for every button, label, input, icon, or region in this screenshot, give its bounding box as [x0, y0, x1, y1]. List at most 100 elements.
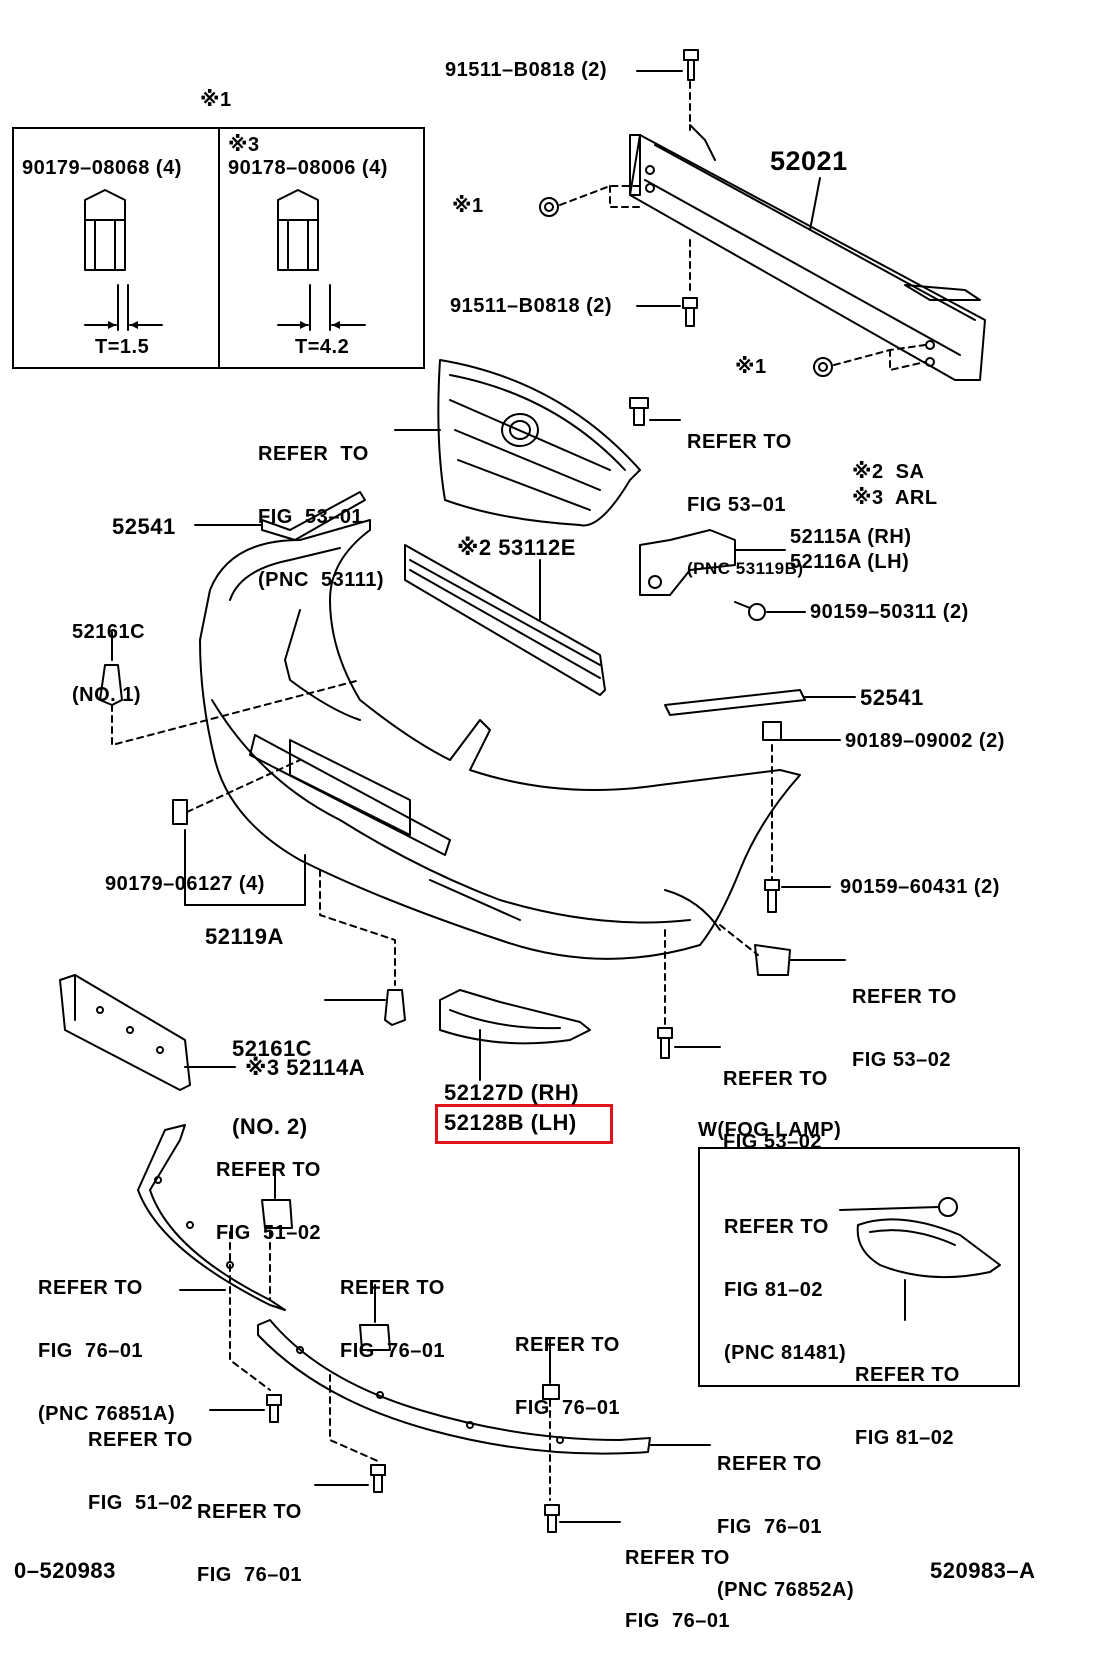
- screw-support-icon: [734, 601, 766, 621]
- spoiler-ref-76851-line1: REFER TO: [38, 1277, 143, 1299]
- label-nut-upper: ※1: [452, 195, 484, 217]
- clip-53-02-a-icon: [754, 944, 791, 976]
- bolt-top-icon: [683, 49, 699, 81]
- fog-ref-top-line3: (PNC 81481): [724, 1342, 847, 1364]
- nut-right-icon: [762, 721, 782, 741]
- ref-53-02-b-line2: FIG 53–02: [723, 1131, 823, 1153]
- label-spoiler-ref-76852: REFER TO FIG 76–01 (PNC 76852A): [717, 1412, 854, 1622]
- label-support-rh: 52115A (RH): [790, 526, 912, 548]
- spoiler-ref-76852-line3: (PNC 76852A): [717, 1579, 855, 1601]
- bolt-76-01-bottom-left-icon: [370, 1464, 386, 1493]
- bumper-cover: [199, 519, 801, 960]
- nut-lower-icon: [813, 357, 833, 377]
- label-t-left: T=1.5: [95, 336, 150, 358]
- label-ref-51-02-b: REFER TO FIG 51–02: [88, 1388, 193, 1535]
- label-ref-53-02-a: REFER TO FIG 53–02: [852, 945, 957, 1092]
- ref-76-01-bottom-left-line2: FIG 76–01: [197, 1564, 303, 1586]
- parts-diagram: [59, 49, 1001, 1533]
- label-t-right: T=4.2: [295, 336, 350, 358]
- grille-ref-line1: REFER TO: [258, 443, 369, 465]
- ref-51-02-a-line2: FIG 51–02: [216, 1222, 322, 1244]
- label-support-lh: 52116A (LH): [790, 551, 910, 573]
- label-spoiler-ref-76851: REFER TO FIG 76–01 (PNC 76851A): [38, 1236, 175, 1446]
- label-reinforcement: 52021: [770, 146, 848, 176]
- radiator-grille: [437, 359, 641, 527]
- label-bolt-lower: 91511–B0818 (2): [450, 295, 613, 317]
- fog-ref-top-line2: FIG 81–02: [724, 1279, 824, 1301]
- label-lower-bracket: ※3 52114A: [245, 1055, 366, 1080]
- label-nut-right: 90189–09002 (2): [845, 730, 1005, 752]
- label-retainer-upper: 52541: [112, 514, 176, 539]
- label-retainer-right: 52541: [860, 685, 924, 710]
- spoiler-ref-76852-line1: REFER TO: [717, 1453, 822, 1475]
- ref-76-01-bottom-right-line2: FIG 76–01: [625, 1610, 731, 1632]
- footer-left-code: 0–520983: [14, 1558, 116, 1583]
- label-ref-53-02-b: REFER TO FIG 53–02: [723, 1027, 828, 1174]
- bolt-53-02-b-icon: [657, 1027, 673, 1059]
- ref-51-02-a-line1: REFER TO: [216, 1159, 321, 1181]
- lower-bracket-52114a: [59, 974, 191, 1091]
- lower-grille: [404, 544, 606, 696]
- label-ref-76-01-mid: REFER TO FIG 76–01: [340, 1236, 445, 1383]
- ref-53-02-a-line2: FIG 53–02: [852, 1049, 952, 1071]
- label-box-right-part: 90178–08006 (4): [228, 157, 388, 179]
- retainer-upper: [261, 491, 366, 541]
- spoiler-ref-76852-line2: FIG 76–01: [717, 1516, 823, 1538]
- ref-76-01-bottom-left-line1: REFER TO: [197, 1501, 302, 1523]
- label-retainer-clip-2: 52161C (NO. 2): [232, 984, 312, 1166]
- label-box-left-part: 90179–08068 (4): [22, 157, 182, 179]
- retainer-clip-2-line1: 52161C: [232, 1036, 313, 1061]
- label-fog-box-title: W(FOG LAMP): [698, 1119, 842, 1141]
- ref-76-01-right-line2: FIG 76–01: [515, 1397, 621, 1419]
- label-note1: ※1: [200, 89, 232, 111]
- grille-ref-line2: FIG 53–01: [258, 506, 364, 528]
- label-bumper-cover: 52119A: [205, 924, 284, 949]
- bolt-76-01-right-icon: [542, 1384, 560, 1400]
- label-nut-lower: ※1: [735, 356, 767, 378]
- nut-left-icon: [172, 799, 188, 825]
- label-fog-ref-bottom: REFER TO FIG 81–02: [855, 1323, 960, 1470]
- label-retainer-clip-1: 52161C (NO. 1): [72, 580, 145, 727]
- retainer-clip-1-line2: (NO. 1): [72, 684, 142, 706]
- fog-lamp-cover: [439, 989, 591, 1045]
- ref-53-02-a-line1: REFER TO: [852, 986, 957, 1008]
- spoiler-ref-76851-line3: (PNC 76851A): [38, 1403, 176, 1425]
- fog-ref-top-line1: REFER TO: [724, 1216, 829, 1238]
- ref-51-02-b-line2: FIG 51–02: [88, 1492, 194, 1514]
- clip-76-01-mid-icon: [359, 1324, 391, 1351]
- clip-icon: [629, 397, 649, 426]
- clip-ref-line2: FIG 53–01: [687, 494, 787, 516]
- label-cover-rh: 52127D (RH): [444, 1080, 580, 1105]
- label-ref-76-01-bottom-right: REFER TO FIG 76–01: [625, 1506, 730, 1653]
- ref-76-01-mid-line1: REFER TO: [340, 1277, 445, 1299]
- bolt-76-01-bottom-right-icon: [544, 1504, 560, 1533]
- nut-upper-icon: [539, 197, 559, 217]
- bolt-51-02-b-icon: [266, 1394, 282, 1423]
- retainer-right: [664, 689, 806, 716]
- ref-53-02-b-line1: REFER TO: [723, 1068, 828, 1090]
- label-legend-arl: ※3 ARL: [852, 487, 938, 509]
- label-lower-grille: ※2 53112E: [457, 535, 576, 560]
- nut-icon-right-box: [277, 189, 319, 271]
- label-cover-lh: 52128B (LH): [444, 1110, 577, 1135]
- bumper-support-bracket: [639, 529, 736, 596]
- label-box-note3: ※3: [228, 134, 260, 156]
- label-fog-ref-top: REFER TO FIG 81–02 (PNC 81481): [724, 1175, 846, 1385]
- spoiler-ref-76851-line2: FIG 76–01: [38, 1340, 144, 1362]
- clip-51-02-a-icon: [261, 1199, 293, 1229]
- fog-ref-bottom-line1: REFER TO: [855, 1364, 960, 1386]
- label-clip-ref: REFER TO FIG 53–01 (PNC 53119B): [687, 390, 804, 600]
- fog-ref-bottom-line2: FIG 81–02: [855, 1427, 955, 1449]
- ref-76-01-mid-line2: FIG 76–01: [340, 1340, 446, 1362]
- label-ref-76-01-bottom-left: REFER TO FIG 76–01: [197, 1460, 302, 1607]
- hardware-box-divider: [218, 127, 220, 369]
- ref-76-01-bottom-right-line1: REFER TO: [625, 1547, 730, 1569]
- clip-no1-icon: [99, 664, 123, 706]
- label-screw-right: 90159–60431 (2): [840, 876, 1000, 898]
- nut-icon-left-box: [84, 189, 126, 271]
- bumper-reinforcement: [629, 124, 986, 381]
- highlight-box: [435, 1104, 613, 1144]
- label-screw-support: 90159–50311 (2): [810, 601, 969, 623]
- ref-76-01-right-line1: REFER TO: [515, 1334, 620, 1356]
- retainer-clip-1-line1: 52161C: [72, 621, 146, 643]
